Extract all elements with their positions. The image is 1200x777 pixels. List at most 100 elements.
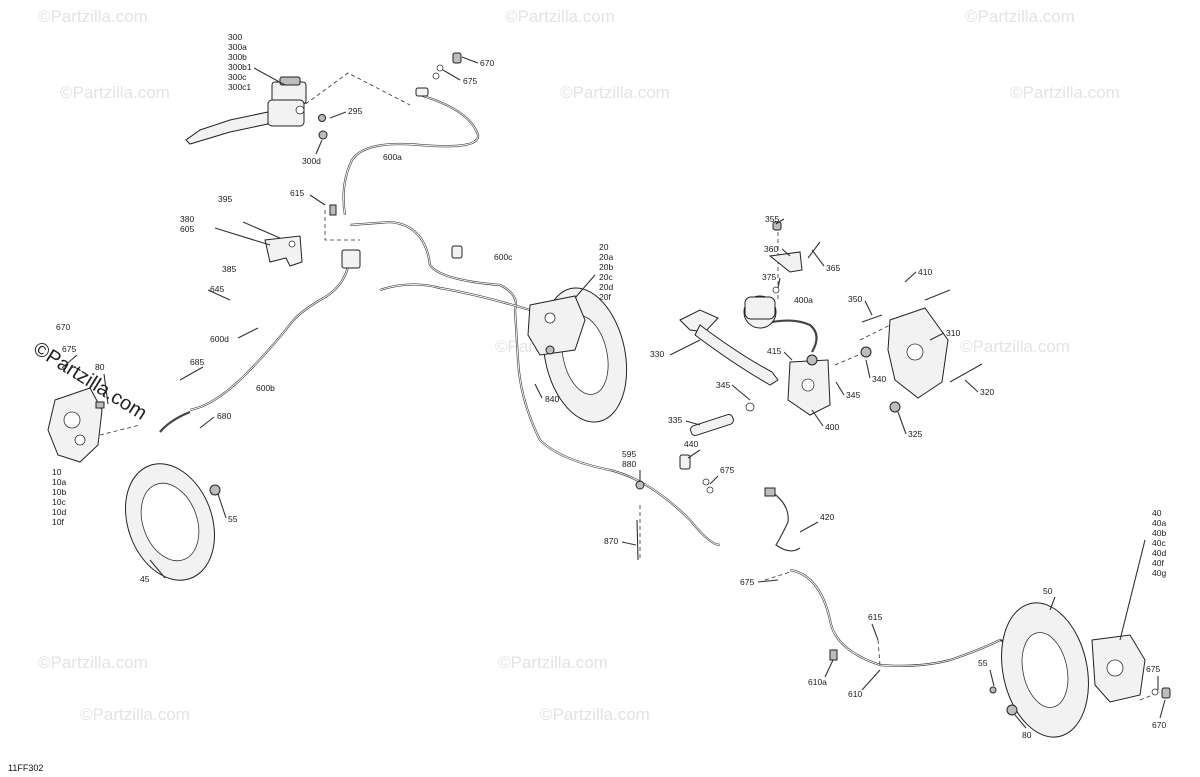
callout-395: 395 <box>218 194 232 204</box>
sensor-wire-420 <box>771 491 801 552</box>
callout-labels: 300 300a 300b 300b1 300c 300c1 295 300d … <box>52 32 1166 740</box>
callout-680: 680 <box>217 411 231 421</box>
callout-leaders <box>61 56 1166 729</box>
callout-40c: 40c <box>1152 538 1166 548</box>
left-brake-caliper <box>47 387 105 463</box>
callout-20c: 20c <box>599 272 613 282</box>
callout-300b1: 300b1 <box>228 62 252 72</box>
callout-415: 415 <box>767 346 781 356</box>
callout-10a: 10a <box>52 477 66 487</box>
callout-345-right: 345 <box>846 390 860 400</box>
watermark: ©Partzilla.com <box>505 7 615 26</box>
callout-345-left: 345 <box>716 380 730 390</box>
callout-600a: 600a <box>383 152 402 162</box>
front-master-cylinder <box>185 76 328 145</box>
callout-675: 675 <box>463 76 477 86</box>
bracket-385 <box>214 221 303 267</box>
callout-45: 45 <box>140 574 150 584</box>
callout-685: 685 <box>190 357 204 367</box>
watermark: ©Partzilla.com <box>540 705 650 724</box>
callout-410: 410 <box>918 267 932 277</box>
watermark: ©Partzilla.com <box>38 7 148 26</box>
watermark: ©Partzilla.com <box>38 653 148 672</box>
watermark: ©Partzilla.com <box>965 7 1075 26</box>
callout-675-right: 675 <box>1146 664 1160 674</box>
junction-block <box>329 204 463 269</box>
callout-40: 40 <box>1152 508 1162 518</box>
callout-335: 335 <box>668 415 682 425</box>
left-brake-disc <box>125 463 221 581</box>
callout-20: 20 <box>599 242 609 252</box>
callout-20d: 20d <box>599 282 613 292</box>
callout-675-left: 675 <box>62 344 76 354</box>
callout-360: 360 <box>764 244 778 254</box>
callout-10d: 10d <box>52 507 66 517</box>
callout-670: 670 <box>480 58 494 68</box>
callout-20b: 20b <box>599 262 613 272</box>
callout-55-left: 55 <box>228 514 238 524</box>
callout-10f: 10f <box>52 517 64 527</box>
hose-610 <box>789 568 1001 667</box>
callout-320: 320 <box>980 387 994 397</box>
callout-670-right: 670 <box>1152 720 1166 730</box>
callout-300b: 300b <box>228 52 247 62</box>
callout-870: 870 <box>604 536 618 546</box>
callout-300: 300 <box>228 32 242 42</box>
callout-440: 440 <box>684 439 698 449</box>
callout-40g: 40g <box>1152 568 1166 578</box>
callout-55-right: 55 <box>978 658 988 668</box>
callout-350: 350 <box>848 294 862 304</box>
callout-330: 330 <box>650 349 664 359</box>
callout-20a: 20a <box>599 252 613 262</box>
watermark: ©Partzilla.com <box>80 705 190 724</box>
callout-675-low: 675 <box>740 577 754 587</box>
hose-400a <box>771 319 818 353</box>
callout-610: 610 <box>848 689 862 699</box>
drawing-code: 11FF302 <box>8 763 43 773</box>
rear-brake-disc <box>1001 602 1089 738</box>
callout-300c1: 300c1 <box>228 82 251 92</box>
pedal-bracket-310 <box>860 289 983 413</box>
rear-brake-pedal-assembly <box>679 221 831 437</box>
callout-880: 880 <box>622 459 636 469</box>
callout-610a: 610a <box>808 677 827 687</box>
callout-295: 295 <box>348 106 362 116</box>
mid-fittings <box>635 454 776 561</box>
callout-10b: 10b <box>52 487 66 497</box>
callout-615-low: 615 <box>868 612 882 622</box>
hose-600d <box>159 410 191 433</box>
callout-400: 400 <box>825 422 839 432</box>
callout-10c: 10c <box>52 497 66 507</box>
callout-300a: 300a <box>228 42 247 52</box>
callout-605: 605 <box>180 224 194 234</box>
callout-400a: 400a <box>794 295 813 305</box>
hose-600a <box>342 93 480 216</box>
watermark: ©Partzilla.com <box>1010 83 1120 102</box>
callout-420: 420 <box>820 512 834 522</box>
rear-brake-caliper <box>829 539 1171 716</box>
hose-600c <box>349 220 721 547</box>
top-fittings <box>415 52 462 97</box>
callout-840: 840 <box>545 394 559 404</box>
callout-10: 10 <box>52 467 62 477</box>
callout-670-left: 670 <box>56 322 70 332</box>
callout-675-mid: 675 <box>720 465 734 475</box>
callout-600b: 600b <box>256 383 275 393</box>
callout-50: 50 <box>1043 586 1053 596</box>
callout-595: 595 <box>622 449 636 459</box>
watermark: ©Partzilla.com <box>560 83 670 102</box>
callout-385: 385 <box>222 264 236 274</box>
callout-325: 325 <box>908 429 922 439</box>
callout-40a: 40a <box>1152 518 1166 528</box>
watermark: ©Partzilla.com <box>960 337 1070 356</box>
callout-645: 645 <box>210 284 224 294</box>
callout-600c: 600c <box>494 252 513 262</box>
callout-40d: 40d <box>1152 548 1166 558</box>
callout-20f: 20f <box>599 292 611 302</box>
right-front-caliper <box>527 295 586 356</box>
callout-355: 355 <box>765 214 779 224</box>
callout-300d: 300d <box>302 156 321 166</box>
callout-80-left: 80 <box>95 362 105 372</box>
callout-615: 615 <box>290 188 304 198</box>
